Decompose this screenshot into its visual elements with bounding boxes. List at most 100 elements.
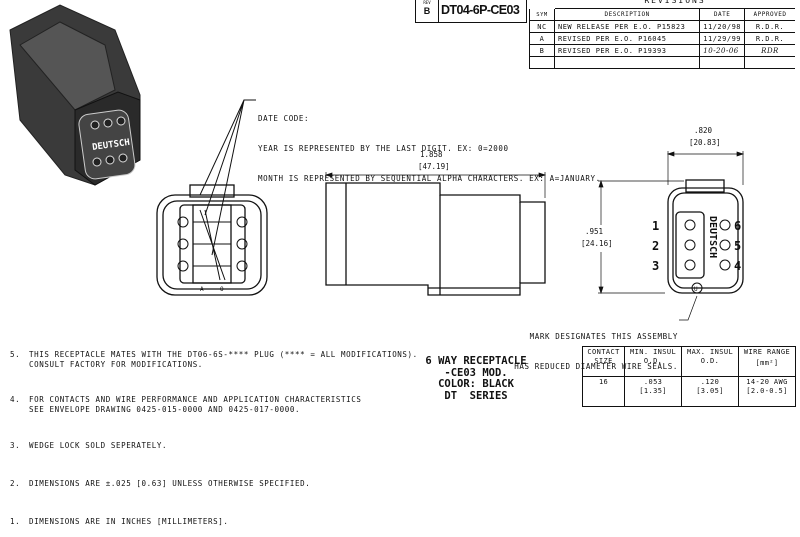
notes: 5. THIS RECEPTACLE MATES WITH THE DT06-6S… bbox=[10, 330, 418, 537]
header-description: DESCRIPTION bbox=[553, 9, 700, 21]
date-code-leader bbox=[199, 99, 256, 256]
note-line: CONSULT FACTORY FOR MODIFICATIONS. bbox=[29, 360, 203, 369]
h2l2: O.D. bbox=[700, 357, 720, 365]
height-mm: [24.16] bbox=[581, 239, 613, 248]
date-code-year: YEAR IS REPRESENTED BY THE LAST DIGIT. E… bbox=[258, 144, 509, 153]
c3l1: 14-20 AWG bbox=[746, 378, 788, 386]
date-code-note: DATE CODE: YEAR IS REPRESENTED BY THE LA… bbox=[258, 94, 601, 194]
length-dimension bbox=[324, 172, 547, 198]
spec-row: 16 .053[1.35] .120[3.05] 14-20 AWG[2.0-0… bbox=[581, 376, 796, 407]
side-view bbox=[325, 182, 546, 296]
header-date: DATE bbox=[699, 9, 745, 21]
cell-min-insul: .053[1.35] bbox=[624, 376, 683, 407]
note-number: 1. bbox=[10, 517, 21, 526]
c2l2: [3.05] bbox=[696, 387, 724, 395]
revision-sym: NC bbox=[529, 20, 555, 33]
revision-description: REVISED PER E.O. P16045 bbox=[553, 32, 700, 45]
header-wire-range: WIRE RANGE [mm²] bbox=[738, 346, 796, 377]
title-line3: COLOR: BLACK bbox=[438, 378, 514, 390]
width-inches: .820 bbox=[694, 126, 713, 135]
connector-photo: DEUTSCH bbox=[9, 4, 141, 186]
end-view-brand: DEUTSCH bbox=[707, 216, 718, 258]
revision-approved: R.D.R. bbox=[744, 32, 795, 45]
pin-label-1: 1 bbox=[652, 219, 659, 233]
height-inches: .951 bbox=[585, 227, 603, 236]
note-1: 1. DIMENSIONS ARE IN INCHES [MILLIMETERS]… bbox=[10, 517, 418, 527]
h1l2: O.D. bbox=[643, 357, 663, 365]
revision-date: 11/20/98 bbox=[699, 20, 745, 33]
length-mm: [47.19] bbox=[418, 162, 450, 171]
pin-label-3: 3 bbox=[652, 259, 659, 273]
date-code-title: DATE CODE: bbox=[258, 114, 310, 123]
note-line: WEDGE LOCK SOLD SEPERATELY. bbox=[29, 441, 168, 450]
header-approved: APPROVED bbox=[744, 9, 795, 21]
c0l1: 16 bbox=[598, 378, 609, 386]
pin-label-6: 6 bbox=[734, 219, 741, 233]
cell-max-insul: .120[3.05] bbox=[681, 376, 740, 407]
note-4: 4. FOR CONTACTS AND WIRE PERFORMANCE AND … bbox=[10, 395, 418, 415]
cell-contact-size: 16 bbox=[581, 376, 626, 407]
length-inches: 1.858 bbox=[420, 150, 443, 159]
date-code-month: MONTH IS REPRESENTED BY SEQUENTIAL ALPHA… bbox=[258, 174, 601, 183]
cell-wire-range: 14-20 AWG[2.0-0.5] bbox=[738, 376, 796, 407]
revision-approved: RDR bbox=[744, 44, 795, 57]
note-line: SEE ENVELOPE DRAWING 0425-015-0000 AND 0… bbox=[29, 405, 301, 414]
note-number: 3. bbox=[10, 441, 21, 450]
title-line1: 6 WAY RECEPTACLE bbox=[425, 355, 527, 367]
h2l1: MAX. INSUL bbox=[686, 348, 734, 356]
revision-sym: A bbox=[529, 32, 555, 45]
revisions-table: SYM DESCRIPTION DATE APPROVED NC NEW REL… bbox=[529, 9, 795, 69]
revision-date: 10-20-06 bbox=[699, 44, 745, 57]
h1l1: MIN. INSUL bbox=[630, 348, 677, 356]
header-sym: SYM bbox=[529, 9, 555, 21]
revision-row: NC NEW RELEASE PER E.O. P15823 11/20/98 … bbox=[529, 20, 795, 33]
h3l2: [mm²] bbox=[755, 359, 779, 367]
front-view: A O bbox=[156, 184, 268, 296]
end-view bbox=[667, 179, 744, 294]
c3l2: [2.0-0.5] bbox=[746, 387, 788, 395]
revisions-block: REVISIONS SYM DESCRIPTION DATE APPROVED … bbox=[529, 0, 795, 69]
pin-label-5: 5 bbox=[734, 239, 741, 253]
h3l1: WIRE RANGE bbox=[743, 348, 791, 356]
pin-label-2: 2 bbox=[652, 239, 659, 253]
note-number: 4. bbox=[10, 395, 21, 404]
revision-row: A REVISED PER E.O. P16045 11/29/99 R.D.R… bbox=[529, 32, 795, 45]
note-line: DIMENSIONS ARE IN INCHES [MILLIMETERS]. bbox=[29, 517, 229, 526]
mark-note-line1: MARK DESIGNATES THIS ASSEMBLY bbox=[529, 332, 678, 341]
revisions-title: REVISIONS bbox=[555, 0, 795, 9]
width-mm: [20.83] bbox=[689, 138, 721, 147]
front-label-a: A bbox=[200, 286, 204, 293]
note-3: 3. WEDGE LOCK SOLD SEPERATELY. bbox=[10, 441, 418, 451]
note-line: DIMENSIONS ARE ±.025 [0.63] UNLESS OTHER… bbox=[29, 479, 311, 488]
revision-approved: R.D.R. bbox=[744, 20, 795, 33]
pin-label-4: 4 bbox=[734, 259, 741, 273]
note-number: 5. bbox=[10, 350, 21, 359]
width-dimension bbox=[666, 151, 745, 185]
height-dimension bbox=[598, 179, 684, 295]
revision-description: REVISED PER E.O. P19393 bbox=[553, 44, 700, 57]
c1l1: .053 bbox=[643, 378, 663, 386]
title-block: 6 WAY RECEPTACLE -CE03 MOD. COLOR: BLACK… bbox=[420, 355, 532, 402]
part-number: DT04-6P-CE03 bbox=[441, 3, 520, 17]
note-5: 5. THIS RECEPTACLE MATES WITH THE DT06-6S… bbox=[10, 350, 418, 370]
rev-value: B bbox=[423, 6, 431, 16]
c2l1: .120 bbox=[700, 378, 720, 386]
note-2: 2.DIMENSIONS ARE ±.025 [0.63] UNLESS OTH… bbox=[10, 479, 418, 489]
rev-cell: REV B bbox=[416, 0, 439, 22]
note-line: THIS RECEPTACLE MATES WITH THE DT06-6S-*… bbox=[29, 350, 418, 359]
title-line2: -CE03 MOD. bbox=[444, 366, 508, 379]
revision-row: B REVISED PER E.O. P19393 10-20-06 RDR bbox=[529, 44, 795, 57]
reduced-seal-mark: U bbox=[694, 286, 698, 293]
title-line4: DT SERIES bbox=[444, 389, 508, 402]
h0l2: SIZE bbox=[594, 357, 613, 365]
mark-leader bbox=[679, 295, 698, 321]
rev-box: REV B DT04-6P-CE03 bbox=[415, 0, 527, 23]
h0l1: CONTACT bbox=[587, 348, 620, 356]
note-line: FOR CONTACTS AND WIRE PERFORMANCE AND AP… bbox=[29, 395, 362, 404]
revision-row-empty bbox=[529, 56, 795, 69]
